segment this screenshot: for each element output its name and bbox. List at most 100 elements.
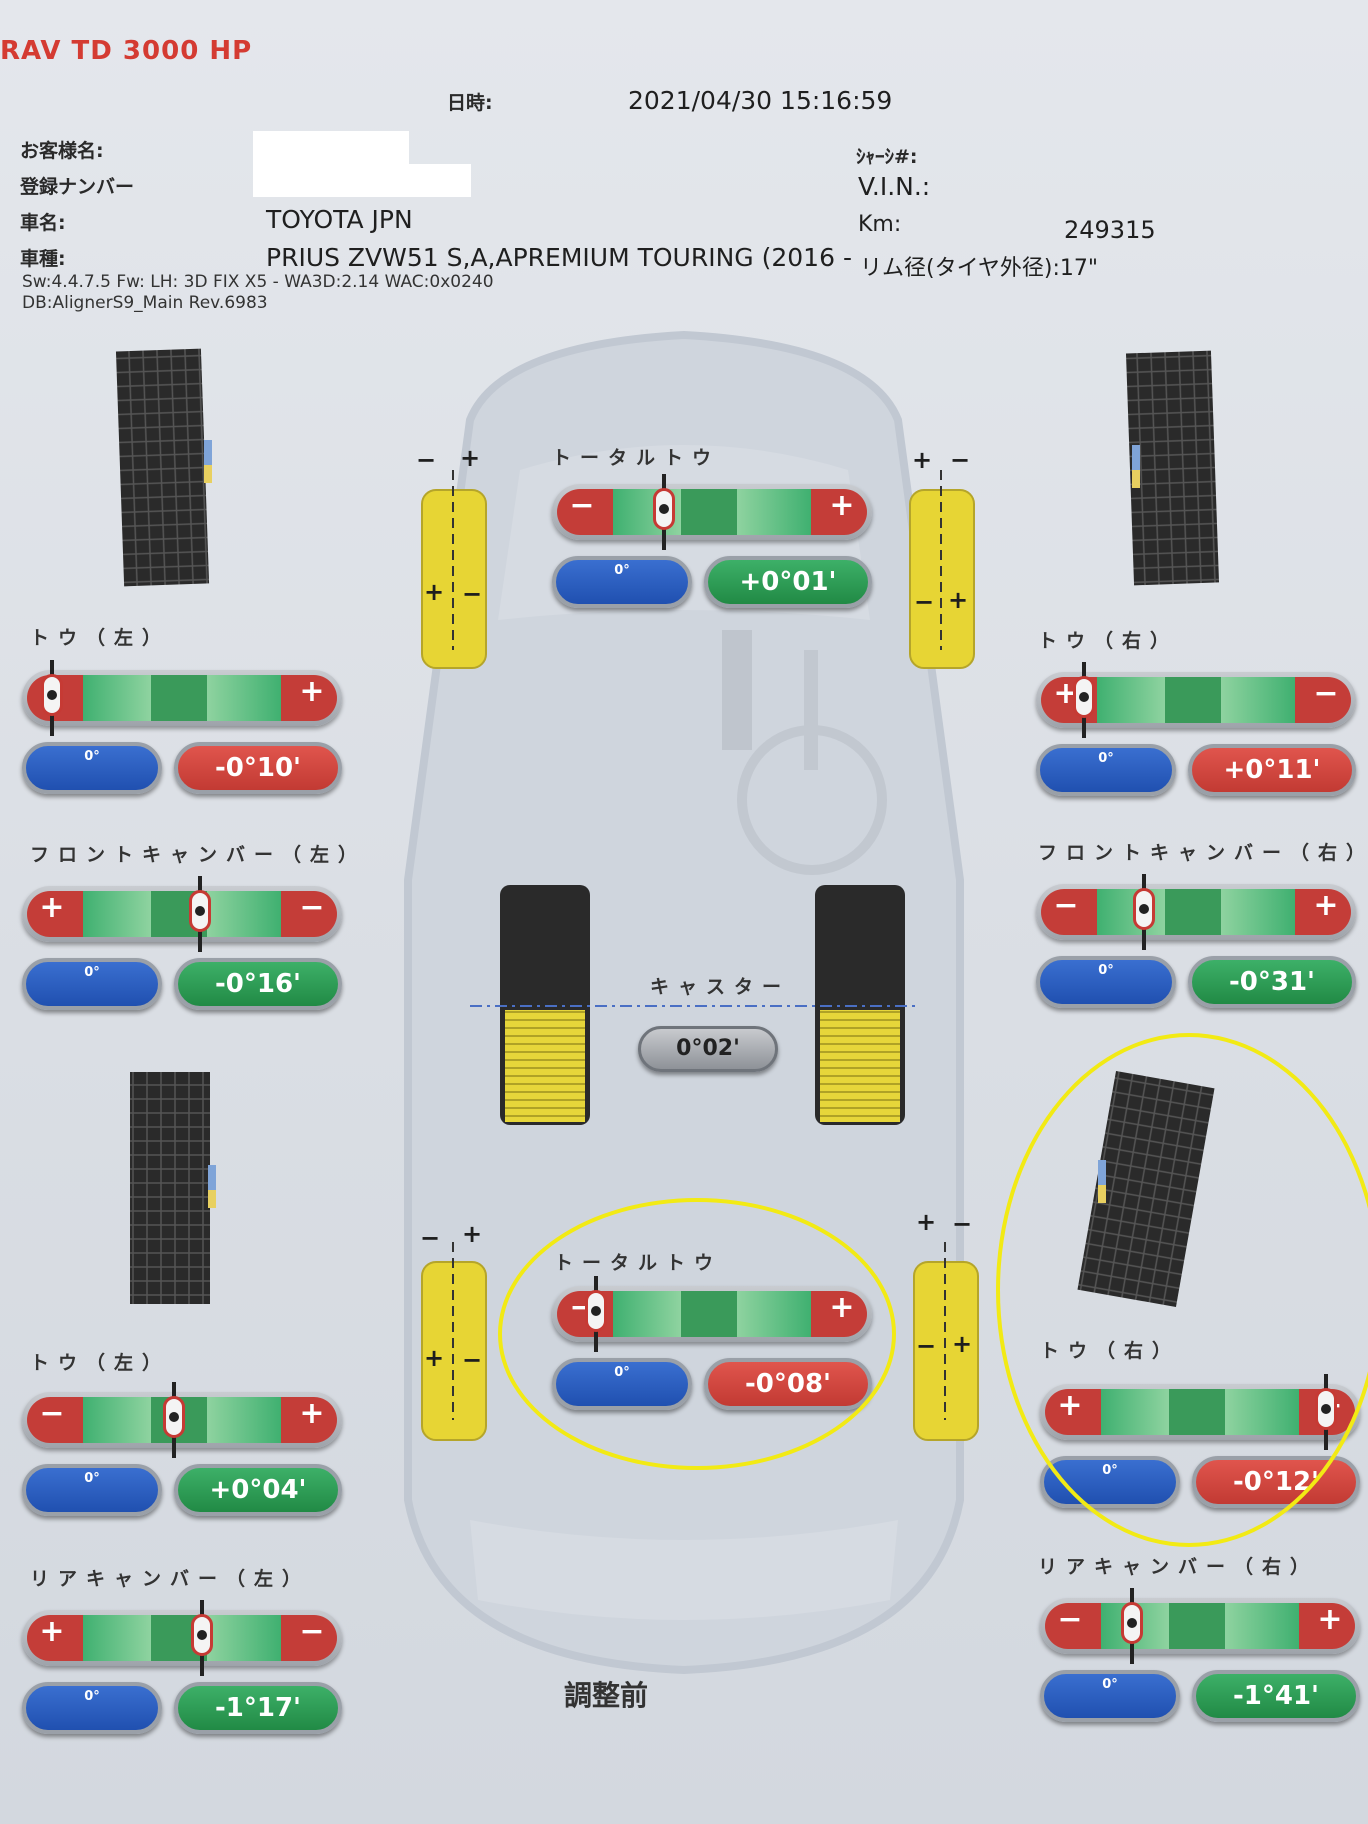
front-camber-left-title: フロントキャンバー（左） xyxy=(30,844,367,866)
fr-minus-mark-lower: − xyxy=(914,588,935,616)
software-version-line: Sw:4.4.7.5 Fw: LH: 3D FIX X5 - WA3D:2.14… xyxy=(22,272,494,292)
rr-minus-mark-lower: − xyxy=(916,1332,937,1360)
plus-sign: + xyxy=(39,890,65,925)
minus-sign: − xyxy=(39,1396,65,1431)
front-camber-right-title: フロントキャンバー（右） xyxy=(1038,842,1368,864)
rear-camber-right-reading: -1°41' xyxy=(1192,1670,1360,1722)
front-camber-right-gauge: − + 0° -0°31' xyxy=(1036,874,1356,1034)
rl-minus-mark-lower: − xyxy=(462,1346,483,1374)
database-version-line: DB:AlignerS9_Main Rev.6983 xyxy=(22,293,268,313)
zero-reference-badge: 0° xyxy=(552,556,692,608)
plus-sign: + xyxy=(829,488,855,523)
gauge-needle-icon xyxy=(1073,662,1095,738)
gauge-needle-icon xyxy=(1121,1588,1143,1664)
rear-camber-right-gauge: − + 0° -1°41' xyxy=(1040,1588,1360,1748)
datetime-label: 日時: xyxy=(447,92,493,114)
zero-reference-badge: 0° xyxy=(22,742,162,794)
front-toe-right-reading: +0°11' xyxy=(1188,744,1356,796)
adjustment-stage-label: 調整前 xyxy=(564,1679,649,1712)
rr-plus-mark: + xyxy=(916,1208,937,1236)
gauge-needle-icon xyxy=(189,876,211,952)
front-toe-left-title: トウ（左） xyxy=(30,627,171,649)
redaction-box-2 xyxy=(253,164,471,197)
model-label: 車種: xyxy=(20,248,66,270)
rl-plus-mark: + xyxy=(462,1220,483,1248)
fl-minus-mark-lower: − xyxy=(462,580,483,608)
caster-tire-right xyxy=(815,885,905,1125)
rl-minus-mark: − xyxy=(420,1224,441,1252)
vin-label: V.I.N.: xyxy=(858,172,931,201)
minus-sign: − xyxy=(1057,1602,1083,1637)
tire-icon-rear-left xyxy=(130,1072,216,1304)
plus-sign: + xyxy=(299,1396,325,1431)
fl-minus-mark: − xyxy=(416,446,437,474)
gauge-needle-icon xyxy=(191,1600,213,1676)
plate-label: 登録ナンバー xyxy=(20,176,135,198)
fl-plus-mark: + xyxy=(460,444,481,472)
rear-toe-left-gauge: − + 0° +0°04' xyxy=(22,1382,342,1542)
gauge-needle-icon xyxy=(41,660,63,736)
rr-minus-mark: − xyxy=(952,1210,973,1238)
front-camber-right-reading: -0°31' xyxy=(1188,956,1356,1008)
front-camber-left-reading: -0°16' xyxy=(174,958,342,1010)
km-label: Km: xyxy=(858,212,902,237)
fl-plus-mark-lower: + xyxy=(424,578,445,606)
rear-camber-left-gauge: + − 0° -1°17' xyxy=(22,1600,342,1760)
caster-title: キャスター xyxy=(650,976,791,998)
fr-minus-mark: − xyxy=(950,446,971,474)
maker-value: TOYOTA JPN xyxy=(266,205,413,234)
fr-plus-mark: + xyxy=(912,446,933,474)
gauge-needle-icon xyxy=(163,1382,185,1458)
chassis-label: ｼｬｰｼ#: xyxy=(856,146,918,168)
front-total-toe-reading: +0°01' xyxy=(704,556,872,608)
car-wheel-rear-left xyxy=(421,1242,487,1441)
plus-sign: + xyxy=(299,674,325,709)
plus-sign: + xyxy=(39,1614,65,1649)
rl-plus-mark-lower: + xyxy=(424,1344,445,1372)
front-total-toe-title: トータルトウ xyxy=(552,447,721,469)
gauge-needle-icon xyxy=(1133,874,1155,950)
rear-camber-left-reading: -1°17' xyxy=(174,1682,342,1734)
zero-reference-badge: 0° xyxy=(1040,1670,1180,1722)
minus-sign: − xyxy=(569,488,595,523)
minus-sign: − xyxy=(1053,888,1079,923)
rear-camber-left-title: リアキャンバー（左） xyxy=(30,1568,311,1590)
rear-toe-left-reading: +0°04' xyxy=(174,1464,342,1516)
zero-reference-badge: 0° xyxy=(22,1682,162,1734)
plus-sign: + xyxy=(1313,888,1339,923)
gauge-needle-icon xyxy=(653,474,675,550)
front-toe-left-reading: -0°10' xyxy=(174,742,342,794)
datetime-value: 2021/04/30 15:16:59 xyxy=(628,86,893,115)
rear-toe-left-title: トウ（左） xyxy=(30,1352,171,1374)
front-camber-left-gauge: + − 0° -0°16' xyxy=(22,876,342,1036)
brand-logo-text: RAV TD 3000 HP xyxy=(0,36,253,66)
tire-size-value: リム径(タイヤ外径):17" xyxy=(860,256,1099,281)
minus-sign: − xyxy=(299,890,325,925)
zero-reference-badge: 0° xyxy=(22,1464,162,1516)
minus-sign: − xyxy=(1313,676,1339,711)
fr-plus-mark-lower: + xyxy=(948,586,969,614)
maker-label: 車名: xyxy=(20,212,66,234)
zero-reference-badge: 0° xyxy=(22,958,162,1010)
zero-reference-badge: 0° xyxy=(1036,956,1176,1008)
plus-sign: + xyxy=(1317,1602,1343,1637)
zero-reference-badge: 0° xyxy=(1036,744,1176,796)
car-wheel-front-right xyxy=(909,470,975,669)
model-value: PRIUS ZVW51 S,A,APREMIUM TOURING (2016 - xyxy=(266,243,852,272)
car-wheel-rear-right xyxy=(913,1242,979,1441)
highlight-ellipse-rear-total-toe xyxy=(498,1198,896,1470)
car-wheel-front-left xyxy=(421,470,487,669)
customer-label: お客様名: xyxy=(20,140,104,162)
front-toe-left-gauge: −+ 0° -0°10' xyxy=(22,660,342,820)
caster-reading: 0°02' xyxy=(638,1026,778,1072)
front-toe-right-gauge: +− 0° +0°11' xyxy=(1036,662,1356,822)
tire-icon-front-right xyxy=(1125,350,1220,586)
minus-sign: − xyxy=(299,1614,325,1649)
tire-icon-front-left xyxy=(115,348,212,587)
front-toe-right-title: トウ（右） xyxy=(1038,630,1179,652)
highlight-ellipse-rear-toe-right xyxy=(996,1033,1368,1547)
rr-plus-mark-lower: + xyxy=(952,1330,973,1358)
rear-camber-right-title: リアキャンバー（右） xyxy=(1038,1556,1319,1578)
front-total-toe-gauge: − + 0° +0°01' xyxy=(552,474,872,634)
